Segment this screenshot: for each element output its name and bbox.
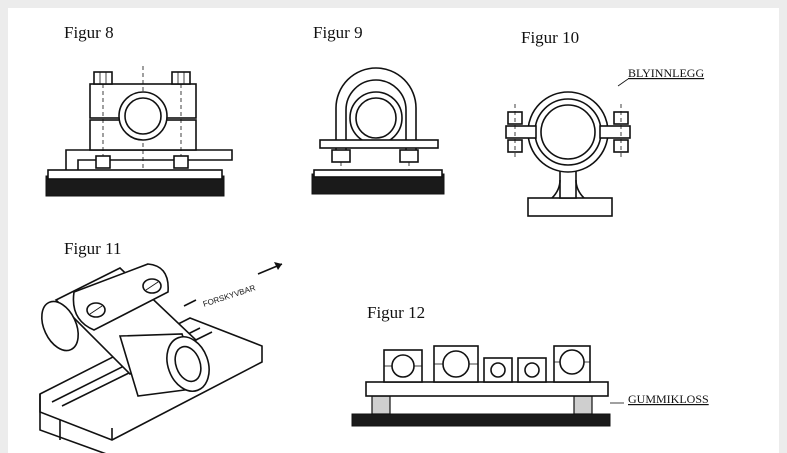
pipe-end-bore bbox=[174, 345, 202, 383]
figure-9: Figur 9 bbox=[311, 23, 445, 195]
figure-10-drawing bbox=[505, 91, 631, 217]
figure-8: Figur 8 bbox=[45, 23, 233, 197]
lug-right bbox=[599, 125, 631, 139]
slide-arrow bbox=[183, 263, 283, 307]
bolt-head-right bbox=[171, 71, 191, 85]
figure-10: Figur 10 BLYINNLEGG bbox=[505, 28, 704, 217]
figure-10-title: Figur 10 bbox=[521, 28, 579, 47]
clamp-3-pipe bbox=[490, 362, 506, 378]
base-plate-top bbox=[313, 169, 443, 178]
mounting-beam bbox=[365, 381, 609, 397]
figure-8-drawing bbox=[45, 66, 233, 197]
flat-bar bbox=[319, 139, 439, 149]
callout-leader bbox=[617, 78, 629, 87]
figure-11-title: Figur 11 bbox=[64, 239, 121, 258]
pipe-bore bbox=[540, 104, 596, 160]
clamp-4-pipe bbox=[524, 362, 540, 378]
figure-9-drawing bbox=[311, 67, 445, 195]
pipe-inner bbox=[355, 97, 397, 139]
figure-9-title: Figur 9 bbox=[313, 23, 363, 42]
figure-12-title: Figur 12 bbox=[367, 303, 425, 322]
u-bolt-outer bbox=[335, 67, 417, 150]
pipe-end-far bbox=[41, 300, 79, 352]
channel-rail-side bbox=[39, 394, 107, 453]
callout-forskyvbar-group: FORSKYVBAR bbox=[202, 283, 257, 309]
nut-left bbox=[331, 149, 351, 163]
callout-forskyvbar: FORSKYVBAR bbox=[202, 283, 257, 309]
rubber-block-left bbox=[371, 395, 391, 415]
u-bolt-inner bbox=[345, 79, 407, 150]
pipe-outer bbox=[349, 91, 403, 145]
figure-12-drawing bbox=[351, 345, 611, 427]
base-plate bbox=[527, 197, 613, 217]
floor-slab bbox=[351, 413, 611, 427]
clamp-5-pipe bbox=[559, 349, 585, 375]
figure-8-title: Figur 8 bbox=[64, 23, 114, 42]
figure-11-drawing bbox=[39, 263, 263, 453]
nut-left bbox=[95, 155, 111, 169]
clamp-2-pipe bbox=[442, 350, 470, 378]
lug-left bbox=[505, 125, 537, 139]
clamp-ring-outer bbox=[527, 91, 609, 173]
nut-right bbox=[399, 149, 419, 163]
callout-gummikloss: GUMMIKLOSS bbox=[628, 392, 709, 406]
pipe-inner bbox=[124, 97, 162, 135]
callout-blyinnlegg: BLYINNLEGG bbox=[628, 66, 704, 80]
pipe-outer bbox=[118, 91, 168, 141]
figure-11: Figur 11 FORSKYVBAR bbox=[39, 239, 283, 453]
clamp-1-pipe bbox=[391, 354, 415, 378]
rubber-block-right bbox=[573, 395, 593, 415]
stem-fillet bbox=[551, 179, 585, 199]
slide-arrow-head bbox=[274, 262, 282, 270]
bolt-head-left bbox=[93, 71, 113, 85]
nut-right bbox=[173, 155, 189, 169]
l-bracket bbox=[65, 149, 233, 170]
base-plate-top bbox=[47, 169, 223, 180]
figure-12: Figur 12 GUMMIKLOSS bbox=[351, 303, 709, 427]
